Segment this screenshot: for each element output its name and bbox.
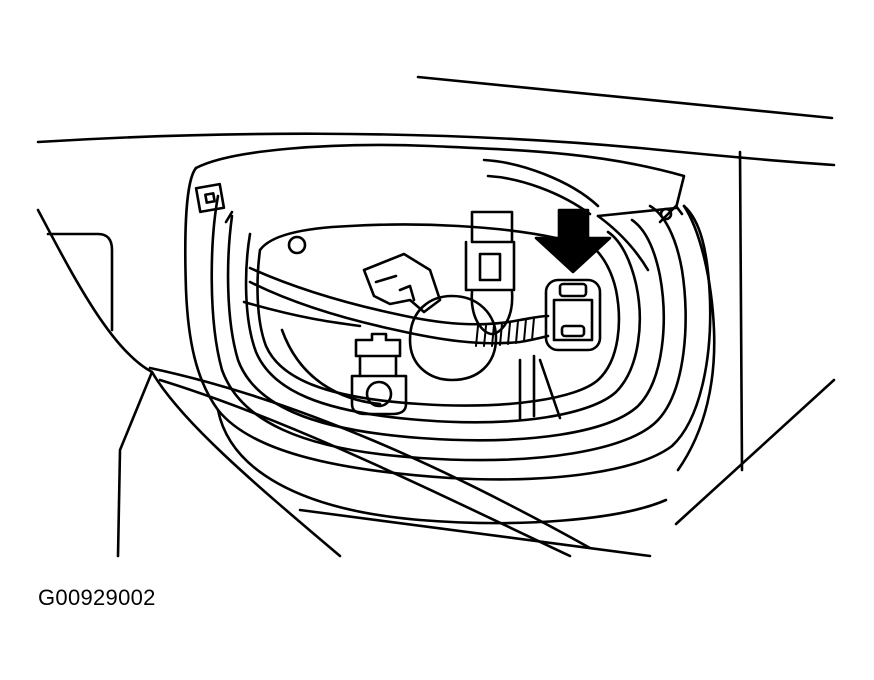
- bulb-socket-top: [466, 212, 514, 334]
- harness-corrugation: [476, 318, 534, 346]
- rim-3: [246, 232, 640, 422]
- connector-housing: [546, 280, 600, 350]
- socket-lower-body: [352, 376, 406, 414]
- mounting-tab: [196, 184, 224, 212]
- edge-detail-3: [226, 212, 232, 222]
- socket-angled-ribs: [376, 276, 414, 300]
- cross-brace-lower: [160, 380, 570, 556]
- rim-1: [212, 196, 686, 460]
- socket-lower-hole: [367, 382, 391, 406]
- interior-screw: [289, 237, 305, 253]
- reflector-bowl: [410, 296, 496, 380]
- harness-wire-upper: [250, 268, 548, 324]
- fender-diagonal-line: [676, 380, 834, 524]
- rim-4: [258, 225, 619, 406]
- wiring-harness: [244, 268, 548, 346]
- socket-angled-body: [364, 254, 440, 312]
- interior: [282, 237, 534, 420]
- lamp-housing: [185, 145, 714, 556]
- housing-top-rim: [196, 145, 684, 216]
- rim-top-arc: [484, 160, 598, 206]
- socket-top-cap: [472, 212, 512, 242]
- mounting-tab-hole: [205, 193, 214, 202]
- right-mount-bracket: [660, 206, 682, 222]
- rim-2: [228, 216, 664, 440]
- edge-detail-2: [540, 360, 560, 418]
- left-panel: [38, 210, 590, 556]
- edge-detail-1: [598, 216, 648, 270]
- connector-lock-tab: [560, 284, 586, 296]
- connector-latch: [562, 326, 584, 336]
- harness-wire-lower: [250, 282, 548, 343]
- body-panel-lines: [38, 77, 834, 524]
- figure-code-label: G00929002: [38, 585, 156, 610]
- left-panel-inner: [48, 234, 112, 330]
- mounting-tab-body: [196, 184, 224, 212]
- bulb-socket-angled: [364, 254, 440, 312]
- fender-top-line: [38, 134, 834, 165]
- down-arrow-icon: [536, 210, 610, 272]
- left-panel-lower: [152, 372, 340, 556]
- down-arrow-shape: [536, 210, 610, 272]
- left-panel-outer: [38, 210, 152, 556]
- housing-right-flange: [678, 206, 714, 470]
- electrical-connector: [546, 280, 600, 350]
- opening-rims: [212, 160, 686, 460]
- socket-top-window: [480, 254, 500, 280]
- housing-bottom-line: [300, 510, 650, 556]
- rim-top-arc-inner: [488, 176, 590, 214]
- housing-edge-details: [226, 212, 648, 418]
- harness-wire-bottom: [244, 302, 360, 326]
- socket-top-body: [466, 242, 514, 290]
- socket-top-bulb: [472, 292, 512, 334]
- socket-lower-top: [356, 334, 400, 356]
- hood-edge-line: [418, 77, 832, 118]
- connector-face: [554, 300, 592, 340]
- fender-side-line: [740, 152, 742, 470]
- housing-outer: [185, 168, 710, 479]
- housing-outer-bottom: [218, 410, 666, 523]
- right-mount-bolt: [661, 209, 671, 219]
- bulb-socket-lower: [352, 334, 406, 414]
- reflector-inner-arc: [282, 330, 380, 404]
- socket-lower-neck: [360, 356, 396, 376]
- right-mount: [660, 206, 682, 222]
- cross-brace-upper: [150, 368, 590, 548]
